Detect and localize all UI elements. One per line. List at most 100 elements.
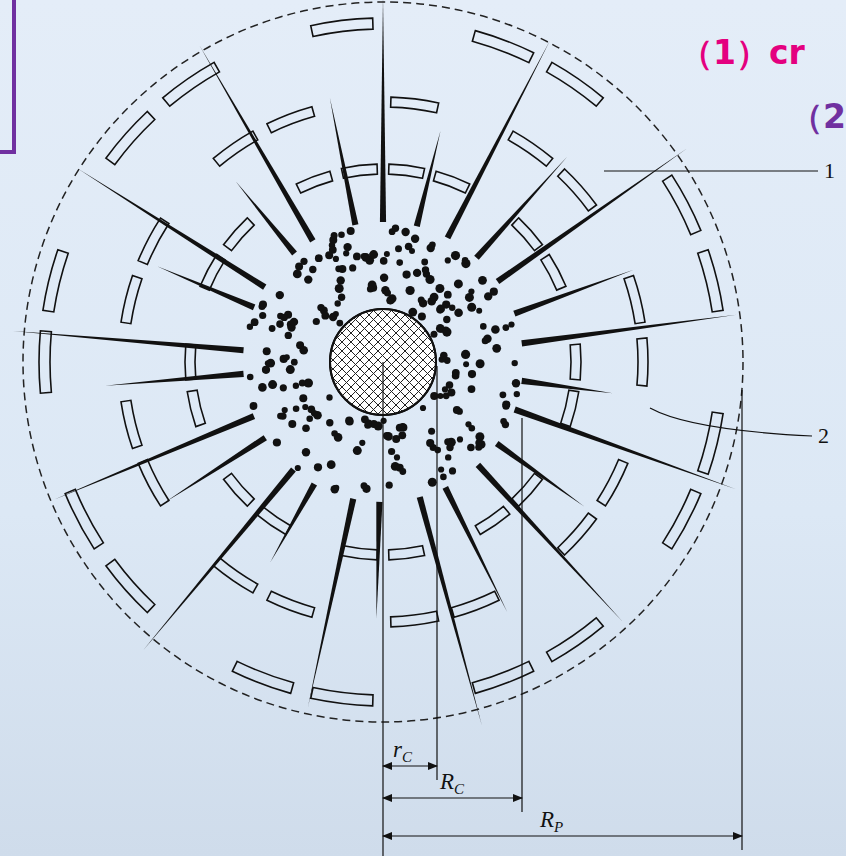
crushed-particle [317, 304, 324, 311]
crushed-particle [444, 438, 451, 445]
crushed-particle [353, 253, 361, 261]
crushed-particle [331, 430, 338, 437]
crushed-particle [409, 248, 415, 254]
ring-crack [547, 618, 604, 662]
ring-crack [311, 688, 373, 706]
crushed-particle [468, 370, 476, 378]
ring-crack [391, 611, 439, 627]
crushed-particle [395, 245, 402, 252]
crushed-particle [514, 391, 520, 397]
crushed-particle [453, 406, 461, 414]
crushed-particle [259, 301, 267, 309]
crushed-particle [500, 418, 507, 425]
crushed-particle [338, 294, 345, 301]
radial-crack [105, 371, 244, 386]
crushed-particle [457, 436, 463, 442]
crushed-particle [454, 279, 463, 288]
radial-crack [443, 486, 508, 612]
dimension-label: RC [440, 770, 464, 797]
crushed-particle [309, 266, 316, 273]
crushed-particle [394, 454, 400, 460]
crushed-particle [461, 350, 470, 359]
crushed-particle [269, 325, 276, 332]
radial-crack [514, 407, 736, 490]
radial-crack [308, 498, 356, 707]
crushed-particle [443, 316, 450, 323]
ring-crack [121, 400, 142, 448]
radial-cracks [13, 0, 736, 726]
crushed-particle [302, 404, 308, 410]
radial-crack [496, 149, 687, 284]
radial-crack [414, 131, 441, 227]
ring-crack [341, 546, 377, 560]
ring-crack [267, 591, 315, 617]
crushed-particle [336, 320, 343, 327]
radial-crack [270, 482, 317, 562]
ring-crack [624, 276, 645, 324]
crushed-particle [462, 257, 469, 264]
crushed-particle [293, 406, 300, 413]
crushed-particle [447, 389, 455, 397]
crushed-particle [347, 227, 355, 235]
crushed-particle [361, 482, 368, 489]
crushed-particle [425, 275, 434, 284]
ring-crack [663, 175, 701, 234]
crushed-particle [418, 313, 426, 321]
heading-item: （1）cr [680, 36, 805, 69]
crushed-particle [367, 285, 374, 292]
crushed-particle [430, 293, 439, 302]
crushed-particle [403, 271, 411, 279]
ring-crack [512, 218, 543, 251]
crushed-particle [258, 383, 267, 392]
crushed-particle [331, 485, 339, 493]
crushed-particle [428, 478, 437, 487]
crushed-particle [429, 241, 436, 248]
ring-crack [512, 473, 543, 506]
radial-crack [476, 463, 623, 622]
crushed-particle [482, 337, 489, 344]
crushed-particle [304, 275, 312, 283]
crushed-particle [335, 284, 344, 293]
ring-crack [106, 559, 155, 612]
crushed-particle [446, 381, 454, 389]
crushed-particle [503, 324, 510, 331]
crushed-particle [374, 422, 383, 431]
crushed-particle [392, 225, 399, 232]
crushed-particle [438, 466, 444, 472]
ring-crack [232, 661, 293, 693]
crushed-particle [361, 253, 368, 260]
ring-crack [472, 661, 533, 693]
crushed-particle [420, 405, 426, 411]
crushed-particle [384, 289, 391, 296]
radial-crack [521, 315, 736, 347]
crushed-particle [314, 463, 322, 471]
callout-number: 1 [824, 160, 835, 182]
ring-crack [561, 390, 579, 426]
crushed-particle [422, 266, 429, 273]
radial-crack [200, 46, 316, 243]
crushed-particle [276, 291, 284, 299]
ring-crack [597, 460, 628, 506]
crushed-particle [396, 259, 403, 266]
crushed-particle [337, 276, 345, 284]
crushed-particle [325, 251, 333, 259]
crushed-particle [321, 312, 329, 320]
ring-crack [558, 513, 597, 555]
crushed-particle [476, 359, 485, 368]
crushed-particle [313, 318, 320, 325]
radial-crack [78, 169, 267, 290]
radial-crack [143, 468, 296, 651]
crushed-particle [291, 359, 298, 366]
crushed-particle [440, 474, 447, 481]
crushed-particle [444, 291, 452, 299]
ring-crack [451, 591, 499, 617]
crushed-particle [345, 416, 353, 424]
ring-crack [43, 250, 68, 312]
crushed-particle [435, 284, 444, 293]
crushed-particle [463, 361, 469, 367]
crushed-particle [326, 419, 333, 426]
heading-item: （2 [790, 100, 846, 133]
ring-crack [475, 506, 509, 534]
ring-crack [185, 344, 196, 380]
crushed-particle [388, 448, 395, 455]
